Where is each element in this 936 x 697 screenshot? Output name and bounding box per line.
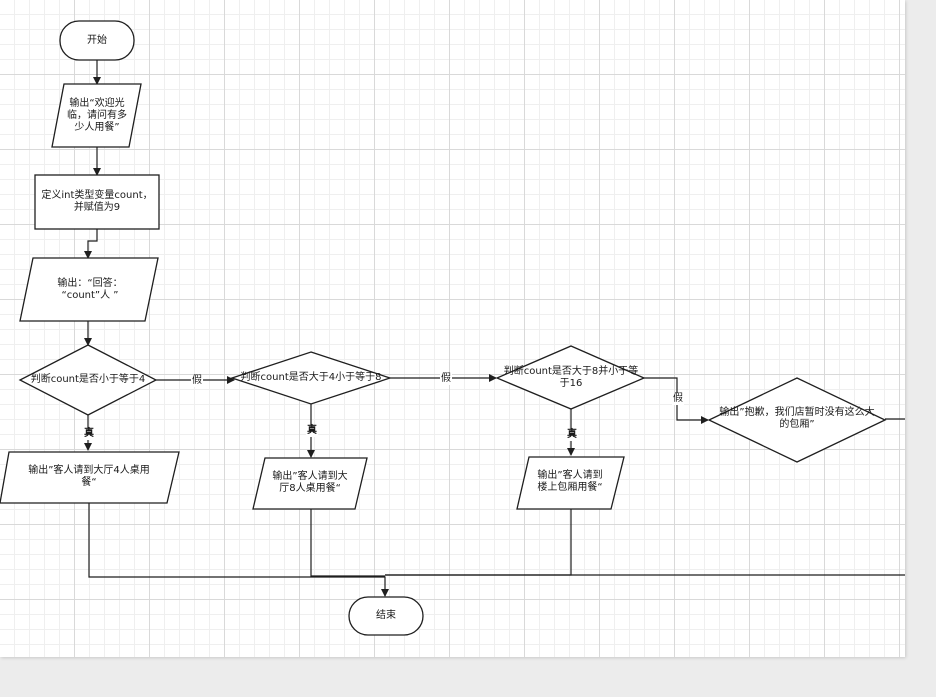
end-terminal[interactable] xyxy=(348,596,424,636)
out1-output-shape[interactable] xyxy=(0,451,180,504)
check3-decision[interactable] xyxy=(495,345,646,410)
edge-label-true-1: 真 xyxy=(83,428,95,440)
edge-define-answer xyxy=(84,229,98,259)
edge-out1-end xyxy=(88,503,389,597)
edge-label-false-2: 假 xyxy=(440,373,452,385)
out3-output-shape[interactable] xyxy=(516,456,625,510)
edge-label-false-1: 假 xyxy=(191,375,203,387)
check1-decision[interactable] xyxy=(18,344,158,416)
welcome-output-shape[interactable] xyxy=(51,83,142,148)
define-process-box[interactable] xyxy=(34,174,160,230)
edge-out3-end xyxy=(385,509,572,576)
flowchart-svg xyxy=(0,20,905,636)
diagram-canvas: 开始 输出“欢迎光 临，请问有多 少人用餐” 定义int类型变量count， 并… xyxy=(0,0,905,657)
out2-output-shape[interactable] xyxy=(252,457,368,510)
edge-label-true-3: 真 xyxy=(566,429,578,441)
edge-out4-end xyxy=(385,418,905,576)
check2-decision[interactable] xyxy=(229,351,393,405)
start-terminal[interactable] xyxy=(59,20,135,61)
out4-decision-shape[interactable] xyxy=(707,377,887,463)
answer-output-shape[interactable] xyxy=(19,257,159,322)
edge-out2-end xyxy=(310,509,385,577)
edge-label-true-2: 真 xyxy=(306,425,318,437)
edge-label-false-3: 假 xyxy=(672,393,684,405)
